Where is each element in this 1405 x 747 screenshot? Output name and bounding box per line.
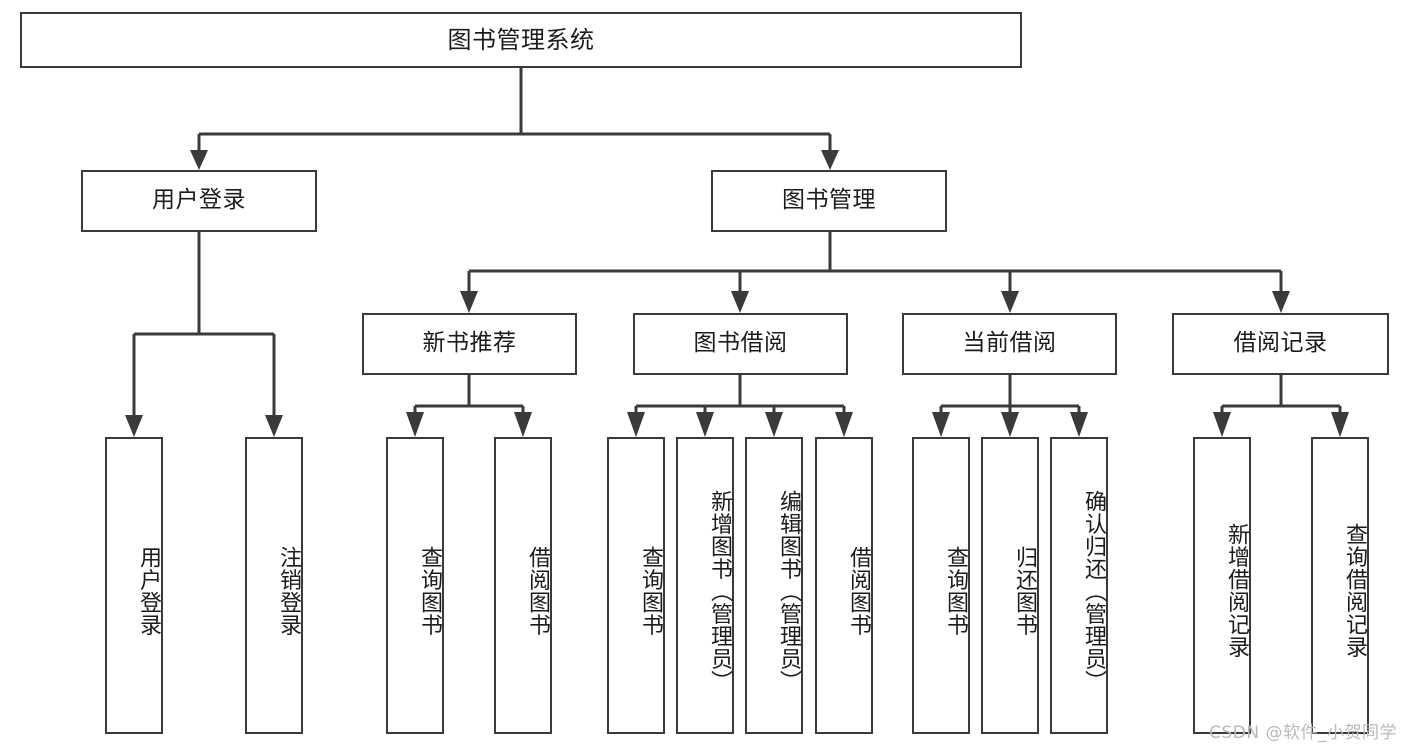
- node-label: 新书推荐: [422, 330, 517, 357]
- arrow-bookborrow-leaf-3: [765, 412, 783, 437]
- arrow-to-current-borrow: [1001, 291, 1019, 313]
- node-label: 新增图书（管理员）: [707, 490, 732, 693]
- arrow-to-user-login: [190, 150, 208, 170]
- arrow-userlogin-leaf-1: [125, 415, 143, 437]
- leaf-current-borrow-return[interactable]: 归还图书: [981, 437, 1039, 734]
- leaf-current-borrow-query[interactable]: 查询图书: [912, 437, 970, 734]
- arrow-currentborrow-leaf-3: [1070, 412, 1088, 437]
- node-label: 图书管理系统: [447, 25, 595, 54]
- arrow-bookborrow-leaf-2: [696, 412, 714, 437]
- node-current-borrow[interactable]: 当前借阅: [902, 313, 1117, 375]
- node-user-login[interactable]: 用户登录: [81, 170, 317, 232]
- node-label: 查询图书: [417, 545, 442, 636]
- leaf-new-book-borrow[interactable]: 借阅图书: [494, 437, 552, 734]
- arrow-newbook-leaf-1: [406, 412, 424, 437]
- node-label: 当前借阅: [962, 330, 1057, 357]
- node-label: 新增借阅记录: [1224, 523, 1249, 658]
- arrow-to-borrow-record: [1272, 291, 1290, 313]
- node-label: 借阅记录: [1233, 330, 1328, 357]
- arrow-to-book-borrow: [731, 291, 749, 313]
- leaf-current-borrow-confirm[interactable]: 确认归还（管理员）: [1050, 437, 1108, 734]
- leaf-book-borrow-edit[interactable]: 编辑图书（管理员）: [745, 437, 803, 734]
- node-label: 查询借阅记录: [1342, 523, 1367, 658]
- leaf-new-book-query[interactable]: 查询图书: [386, 437, 444, 734]
- node-label: 借阅图书: [846, 545, 871, 636]
- node-label: 图书管理: [782, 187, 876, 214]
- node-label: 用户登录: [152, 187, 246, 214]
- arrow-userlogin-leaf-2: [265, 415, 283, 437]
- node-label: 查询图书: [638, 545, 663, 636]
- node-book-management[interactable]: 图书管理: [711, 170, 947, 232]
- leaf-user-login-logout[interactable]: 注销登录: [245, 437, 303, 734]
- node-root-system[interactable]: 图书管理系统: [20, 12, 1022, 68]
- node-label: 图书借阅: [693, 330, 788, 357]
- leaf-borrow-record-add[interactable]: 新增借阅记录: [1193, 437, 1251, 734]
- arrow-borrowrecord-leaf-2: [1331, 412, 1349, 437]
- leaf-book-borrow-query[interactable]: 查询图书: [607, 437, 665, 734]
- arrow-borrowrecord-leaf-1: [1213, 412, 1231, 437]
- arrow-bookborrow-leaf-1: [627, 412, 645, 437]
- node-label: 编辑图书（管理员）: [776, 490, 801, 693]
- arrow-currentborrow-leaf-2: [1001, 412, 1019, 437]
- node-book-borrow[interactable]: 图书借阅: [633, 313, 848, 375]
- node-label: 借阅图书: [525, 545, 550, 636]
- leaf-book-borrow-borrow[interactable]: 借阅图书: [815, 437, 873, 734]
- arrow-currentborrow-leaf-1: [932, 412, 950, 437]
- arrow-to-new-book: [460, 291, 478, 313]
- node-label: 确认归还（管理员）: [1081, 490, 1106, 693]
- leaf-book-borrow-add[interactable]: 新增图书（管理员）: [676, 437, 734, 734]
- node-label: 归还图书: [1012, 545, 1037, 636]
- node-borrow-record[interactable]: 借阅记录: [1172, 313, 1389, 375]
- node-label: 查询图书: [943, 545, 968, 636]
- arrow-newbook-leaf-2: [514, 412, 532, 437]
- node-new-book-recommend[interactable]: 新书推荐: [362, 313, 577, 375]
- leaf-borrow-record-query[interactable]: 查询借阅记录: [1311, 437, 1369, 734]
- arrow-to-book-manage: [821, 150, 839, 170]
- arrow-bookborrow-leaf-4: [835, 412, 853, 437]
- csdn-watermark: CSDN @软件_小贺同学: [1209, 723, 1397, 743]
- node-label: 注销登录: [276, 545, 301, 636]
- leaf-user-login-login[interactable]: 用户登录: [105, 437, 163, 734]
- node-label: 用户登录: [136, 545, 161, 636]
